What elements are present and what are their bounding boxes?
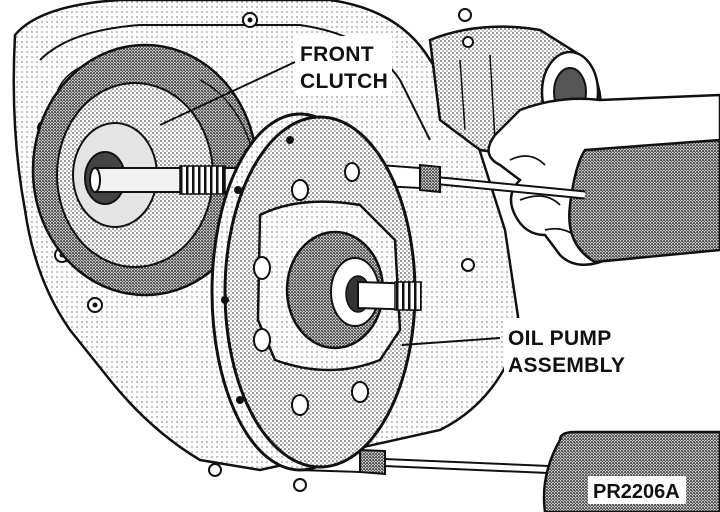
oil-pump-label-line1: OIL PUMP [508,327,612,350]
front-clutch-label-line2: CLUTCH [300,70,388,93]
oil-pump-leader [401,337,501,346]
oil-pump-label-line2: ASSEMBLY [508,354,625,377]
pump-bolt-holes [253,162,369,416]
front-clutch-label: FRONT CLUTCH [296,36,392,94]
figure-id-label: PR2206A [588,476,686,504]
oil-pump-label: OIL PUMP ASSEMBLY [504,318,625,378]
front-clutch-leader [159,61,296,126]
front-clutch-label-line1: FRONT [300,43,374,66]
input-shaft [89,165,241,195]
figure-id-text: PR2206A [593,481,680,503]
oil-pump-assembly [210,112,422,472]
